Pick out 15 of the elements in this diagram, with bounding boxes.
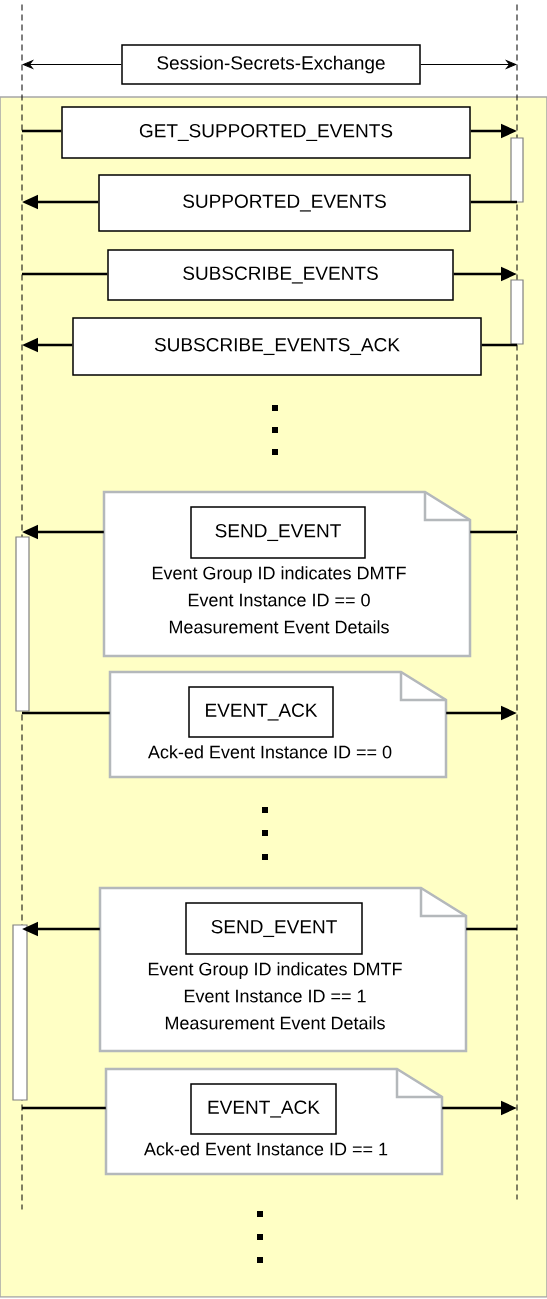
message-box: EVENT_ACK <box>188 686 334 738</box>
activation-bar <box>15 536 30 712</box>
arrow <box>22 60 122 69</box>
message-box: SEND_EVENT <box>185 902 363 955</box>
activation-bar <box>12 924 28 1101</box>
activation-bar <box>510 279 524 345</box>
message-box: SUBSCRIBE_EVENTS_ACK <box>72 317 482 376</box>
message-box: EVENT_ACK <box>190 1083 337 1135</box>
message-box: Session-Secrets-Exchange <box>121 44 421 85</box>
message-box: SUPPORTED_EVENTS <box>98 174 471 232</box>
arrow <box>420 60 517 69</box>
message-box: SUBSCRIBE_EVENTS <box>107 249 454 301</box>
message-box: GET_SUPPORTED_EVENTS <box>61 106 471 159</box>
activation-bar <box>510 137 524 203</box>
message-box: SEND_EVENT <box>190 506 366 559</box>
